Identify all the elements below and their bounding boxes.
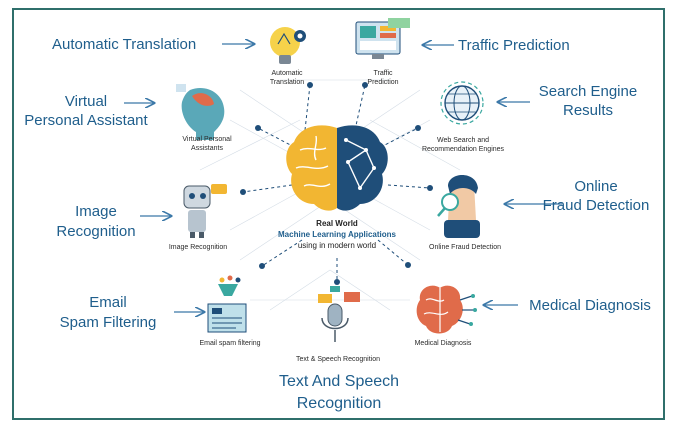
virtual-assistant-head-icon (176, 84, 225, 140)
label-online-fraud-line2: Fraud Detection (542, 197, 650, 214)
node (307, 82, 313, 88)
node (415, 125, 421, 131)
node (427, 185, 433, 191)
caption-online-fraud: Online Fraud Detection (429, 244, 501, 251)
node (259, 263, 265, 269)
label-text-speech-line1: Text And Speech (278, 373, 400, 390)
caption-web-search-line1: Web Search and (436, 137, 489, 144)
microphone-icon (318, 286, 360, 342)
caption-traffic-prediction-line1: Traffic (373, 70, 393, 77)
caption-virtual-assistants-line2: Assistants (191, 145, 223, 152)
globe-icon (440, 81, 484, 125)
diagram-frame (12, 8, 665, 420)
medical-brain-icon (416, 285, 477, 334)
caption-automatic-translation-line1: Automatic (271, 70, 303, 77)
center-line-ml-applications: Machine Learning Applications (278, 230, 396, 239)
node (405, 262, 411, 268)
label-medical-diagnosis: Medical Diagnosis (529, 297, 651, 314)
node (240, 189, 246, 195)
label-search-engine-line1: Search Engine (538, 83, 638, 100)
node (362, 82, 368, 88)
caption-email-spam: Email spam filtering (199, 340, 261, 347)
fraud-detection-face-icon (437, 175, 480, 238)
robot-icon (183, 184, 227, 238)
label-text-speech-line2: Recognition (296, 395, 382, 412)
label-online-fraud-line1: Online (574, 178, 618, 195)
label-email-spam-line1: Email (89, 294, 127, 311)
label-image-recognition-line2: Recognition (56, 223, 136, 240)
label-image-recognition-line1: Image (75, 203, 117, 220)
caption-automatic-translation-line2: Translation (269, 79, 305, 86)
label-virtual-assistant-line2: Personal Assistant (24, 112, 148, 129)
lightbulb-icon (270, 27, 306, 64)
center-line-real-world: Real World (316, 219, 358, 228)
label-email-spam-line2: Spam Filtering (59, 314, 157, 331)
label-search-engine-line2: Results (562, 102, 614, 119)
node (255, 125, 261, 131)
label-traffic-prediction: Traffic Prediction (458, 37, 570, 54)
connector-nodes (240, 82, 433, 285)
label-virtual-assistant-line1: Virtual (64, 93, 108, 110)
caption-text-speech: Text & Speech Recognition (295, 356, 381, 363)
caption-image-recognition: Image Recognition (168, 244, 228, 251)
label-arrows (124, 44, 562, 312)
brain-icon (286, 125, 388, 211)
traffic-dashboard-icon (355, 18, 410, 59)
caption-virtual-assistants-line1: Virtual Personal (182, 136, 232, 143)
caption-web-search-line2: Recommendation Engines (421, 146, 505, 153)
label-automatic-translation: Automatic Translation (52, 36, 197, 53)
center-line-modern-world: using in modern world (297, 241, 377, 250)
center-caption: Real World Machine Learning Applications… (262, 218, 412, 251)
node (334, 279, 340, 285)
email-filter-icon (207, 275, 247, 333)
caption-traffic-prediction-line2: Prediction (367, 79, 399, 86)
caption-medical-diagnosis: Medical Diagnosis (414, 340, 472, 347)
